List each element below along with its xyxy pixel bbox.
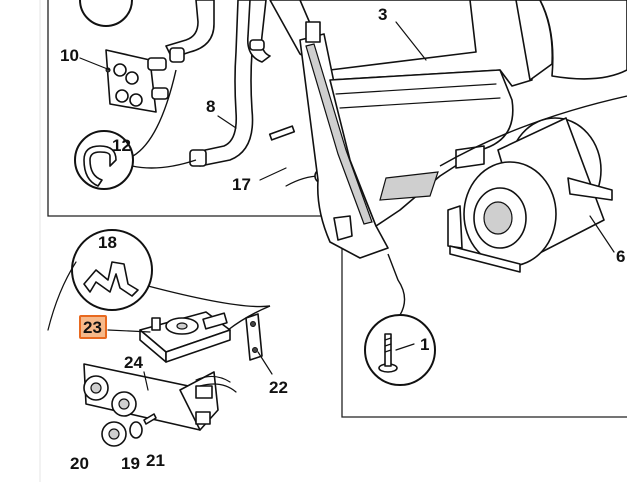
leader-17 — [259, 167, 287, 181]
hose-outlet — [246, 0, 271, 63]
strip-hole — [252, 347, 258, 353]
blower-mount-foot — [447, 205, 463, 249]
screw-1 — [378, 333, 398, 373]
callout-label: 12 — [112, 136, 131, 155]
callout-label: 18 — [98, 233, 117, 252]
control-valve-23 — [139, 311, 231, 363]
blower-wire — [439, 95, 627, 167]
housing-floor — [329, 69, 514, 227]
leader-24 — [143, 371, 149, 391]
control-panel-24 — [83, 363, 237, 447]
callout-label: 20 — [70, 454, 89, 473]
valve-port — [129, 93, 143, 107]
valve-port — [125, 71, 139, 85]
lens-leader — [47, 261, 77, 331]
leader-23 — [107, 329, 151, 333]
housing-tab — [305, 21, 321, 43]
lens-leader — [387, 253, 406, 316]
heater-valve-group — [79, 0, 169, 113]
leader-1 — [395, 343, 415, 351]
valve-pipe-stub — [151, 87, 169, 100]
strip-hole — [250, 321, 256, 327]
callout-label: 8 — [206, 97, 215, 116]
leader-6 — [589, 215, 615, 253]
panel-switch — [195, 385, 213, 399]
blower-outlet-inner — [483, 201, 513, 235]
callout-label: 1 — [420, 335, 429, 354]
callout-label: 22 — [269, 378, 288, 397]
housing-vent — [379, 171, 439, 201]
control-knob-cap — [90, 382, 102, 394]
callout-label: 17 — [232, 175, 251, 194]
callout-label: 10 — [60, 46, 79, 65]
upper-panel-frame — [47, 0, 322, 217]
knob-washer — [129, 421, 143, 439]
callout-label: 3 — [378, 5, 387, 24]
spring-clip-detail — [83, 261, 139, 297]
blower-assembly — [439, 95, 627, 273]
screw-thread — [384, 349, 392, 353]
panel-cable — [199, 383, 237, 393]
callout-label: 6 — [616, 247, 625, 266]
valve-port — [115, 89, 129, 103]
callout-23-highlight — [79, 315, 107, 339]
hose-clip — [169, 47, 185, 63]
hose-clip — [189, 149, 207, 167]
leader-22 — [257, 351, 273, 375]
mounting-strip-22 — [245, 313, 263, 361]
lens-leader — [132, 69, 177, 157]
valve-dial-center — [176, 322, 188, 330]
valve-pipe-stub — [147, 57, 167, 71]
detail-circle-top-left — [79, 0, 133, 27]
lens-leader — [131, 159, 197, 169]
hose-clip — [249, 39, 265, 51]
leader-10 — [79, 57, 111, 71]
callout-label: 23 — [83, 318, 102, 337]
screw-thread — [384, 343, 392, 347]
callout-label: 19 — [121, 454, 140, 473]
knob-screw — [143, 413, 157, 425]
blower-base — [449, 245, 521, 273]
leader-3 — [395, 21, 427, 61]
housing-fascia — [519, 0, 627, 80]
valve-front — [165, 329, 231, 363]
housing-ridge — [335, 83, 497, 95]
callout-label: 24 — [124, 353, 143, 372]
housing-drain — [333, 215, 353, 241]
control-knob-cap — [118, 398, 130, 410]
housing-ridge — [339, 97, 501, 109]
lens-leader — [147, 285, 271, 308]
panel-cable — [195, 375, 231, 383]
leader-8 — [217, 115, 237, 129]
screw-thread — [384, 337, 392, 341]
panel-switch — [195, 411, 211, 425]
valve-post — [151, 317, 161, 331]
heater-housing — [269, 0, 627, 259]
valve-lever — [202, 312, 228, 330]
blower-mount-foot — [567, 177, 613, 201]
control-knob-cap — [108, 428, 120, 440]
hose-clip-detail — [83, 145, 117, 187]
heater-hoses — [165, 0, 271, 167]
callout-label: 21 — [146, 451, 165, 470]
callout-leaders — [79, 21, 615, 391]
valve-port — [113, 63, 127, 77]
housing-gasket — [305, 43, 373, 225]
strip-body — [245, 313, 263, 361]
bulkhead-clip — [268, 125, 296, 141]
